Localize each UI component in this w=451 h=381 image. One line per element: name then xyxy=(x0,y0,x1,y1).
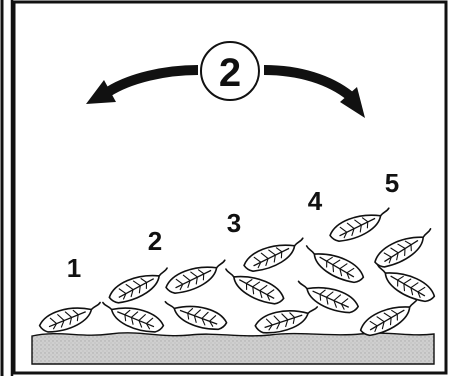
center-badge: 2 xyxy=(200,41,260,101)
stack-number-3: 3 xyxy=(227,208,241,238)
stack-number-2: 2 xyxy=(148,226,162,256)
stack-number-1: 1 xyxy=(67,253,81,283)
diagram-frame xyxy=(12,0,448,375)
curved-arrow-left-icon xyxy=(86,65,199,104)
stack-number-5: 5 xyxy=(385,168,399,198)
center-badge-number: 2 xyxy=(219,51,241,95)
stack-number-4: 4 xyxy=(308,186,323,216)
ground-strip xyxy=(31,332,435,365)
curved-arrow-right-icon xyxy=(263,65,365,118)
